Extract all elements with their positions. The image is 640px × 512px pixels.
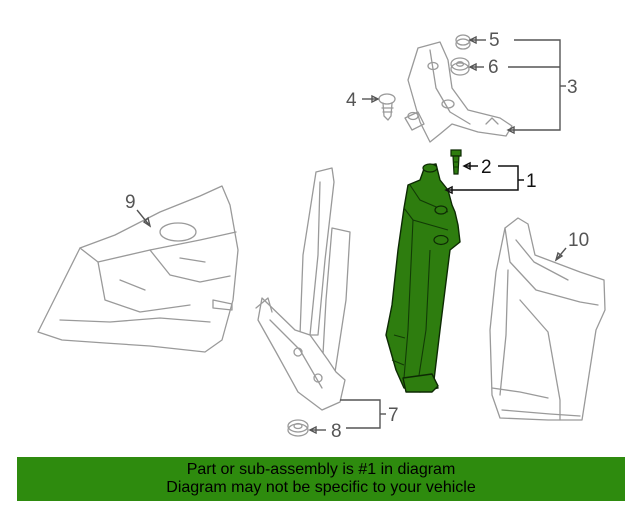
callout-5: 5 <box>489 30 500 51</box>
part-4-push-clip <box>378 93 396 121</box>
callout-4: 4 <box>346 90 357 111</box>
banner-line-1: Part or sub-assembly is #1 in diagram <box>186 461 456 478</box>
callout-6: 6 <box>488 57 499 78</box>
parts-diagram: 5 6 3 4 2 1 9 10 7 8 <box>37 30 606 442</box>
callout-8: 8 <box>331 421 342 442</box>
part-1-cooler-assembly <box>385 163 461 393</box>
part-6-nut <box>450 57 470 76</box>
part-2-bolt <box>450 149 462 175</box>
callout-10: 10 <box>568 230 589 251</box>
part-9-air-deflector <box>37 185 239 353</box>
part-5-grommet <box>455 34 471 50</box>
part-3-mounting-bracket <box>404 41 513 143</box>
callout-7: 7 <box>388 405 399 426</box>
callout-1: 1 <box>526 171 537 192</box>
disclaimer-banner: Part or sub-assembly is #1 in diagram Di… <box>17 457 625 501</box>
part-7-support-bracket <box>255 167 351 411</box>
part-8-grommet <box>287 419 309 437</box>
callout-9: 9 <box>125 192 136 213</box>
part-10-side-duct <box>489 217 606 421</box>
callout-2: 2 <box>481 157 492 178</box>
leader-lines <box>136 35 567 435</box>
banner-line-2: Diagram may not be specific to your vehi… <box>166 479 476 496</box>
callout-3: 3 <box>567 77 578 98</box>
